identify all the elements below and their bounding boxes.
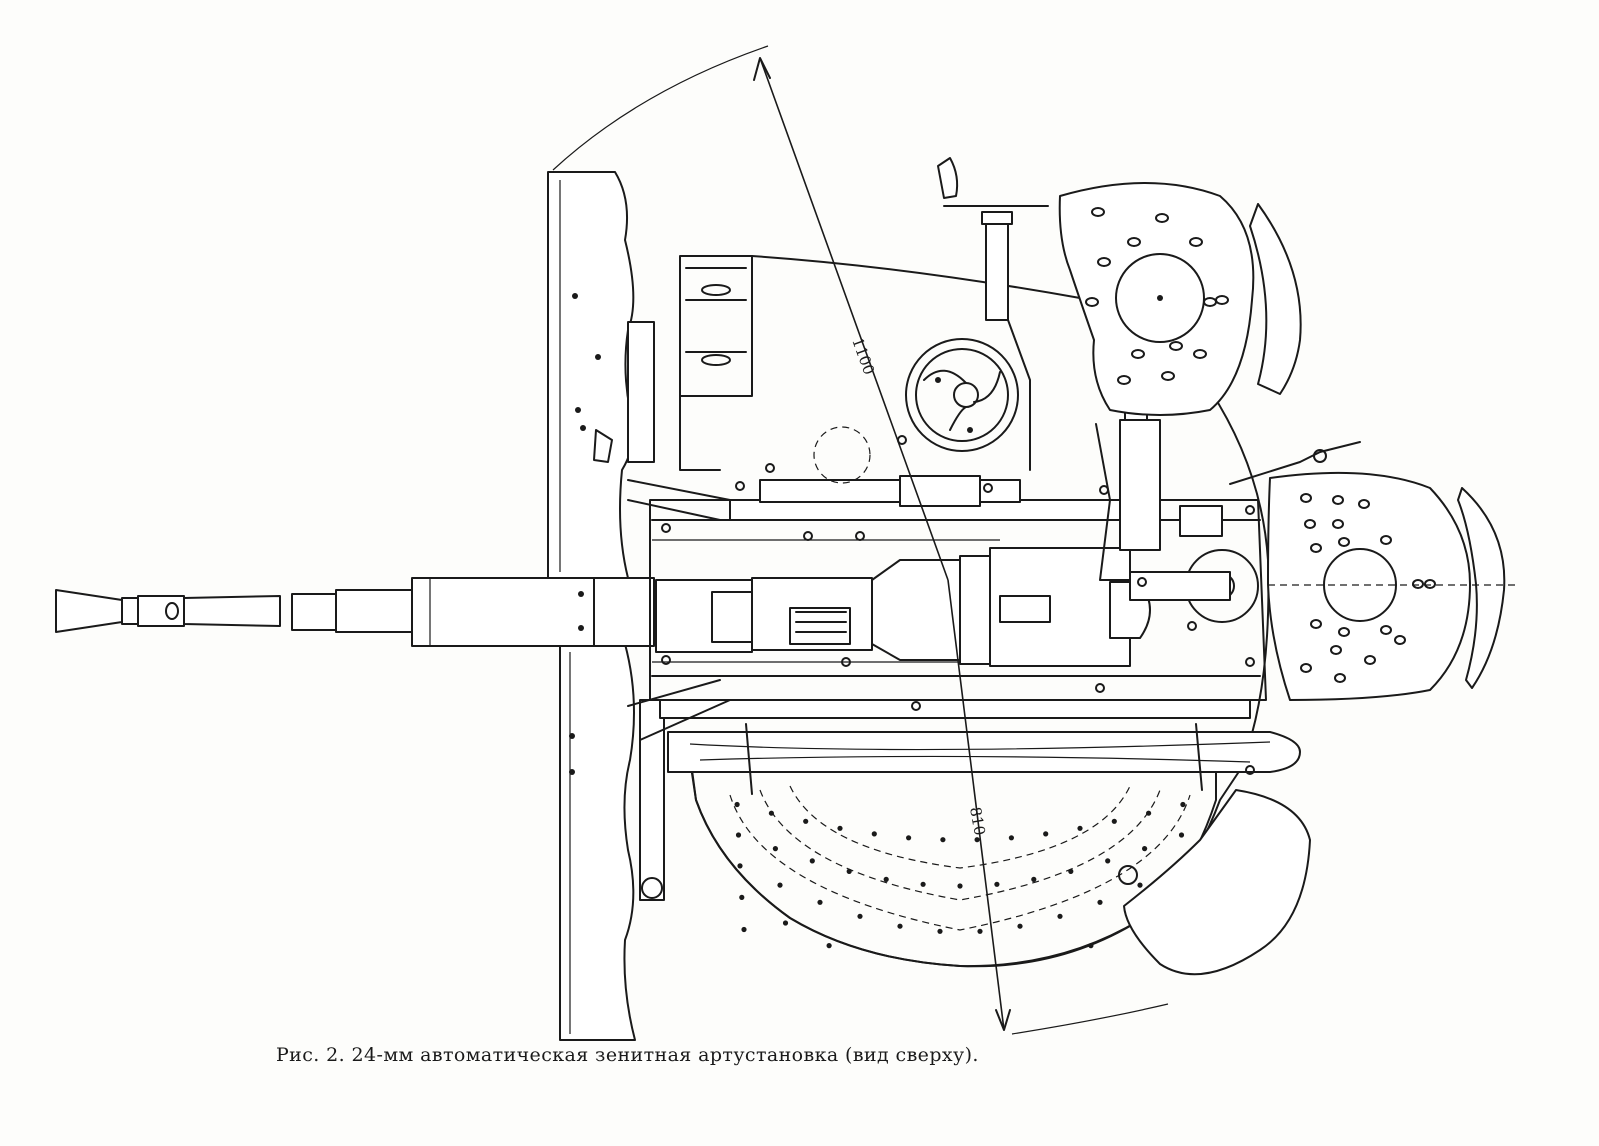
gunner-seat-upper [1060, 183, 1301, 415]
tie-beam [668, 732, 1300, 772]
barrel [56, 578, 594, 646]
trunnion-hub [594, 578, 654, 646]
sight-dial [814, 427, 870, 483]
left-bracket-upper [548, 172, 634, 578]
dimension-label-1100: 1100 [848, 335, 878, 377]
dimension-label-810: 810 [966, 806, 989, 837]
trunnion-column-upper [628, 322, 654, 462]
dimension-810: 810 [948, 580, 1010, 1030]
figure-caption: Рис. 2. 24-мм автоматическая зенитная ар… [276, 1044, 979, 1066]
seat-link [1230, 442, 1360, 484]
lower-arc [1012, 1004, 1168, 1034]
left-bracket-lower [560, 644, 635, 1040]
seat-plate-lower [1124, 790, 1310, 974]
outer-arc [553, 46, 768, 170]
elevation-column [1120, 420, 1160, 550]
trunnion-column-lower [640, 700, 664, 900]
receiver [656, 548, 1150, 666]
crank-handle [938, 158, 1048, 470]
gunner-seat-lower [1268, 473, 1520, 700]
lower-shaft [660, 700, 1250, 718]
elevation-handwheel [906, 339, 1018, 451]
